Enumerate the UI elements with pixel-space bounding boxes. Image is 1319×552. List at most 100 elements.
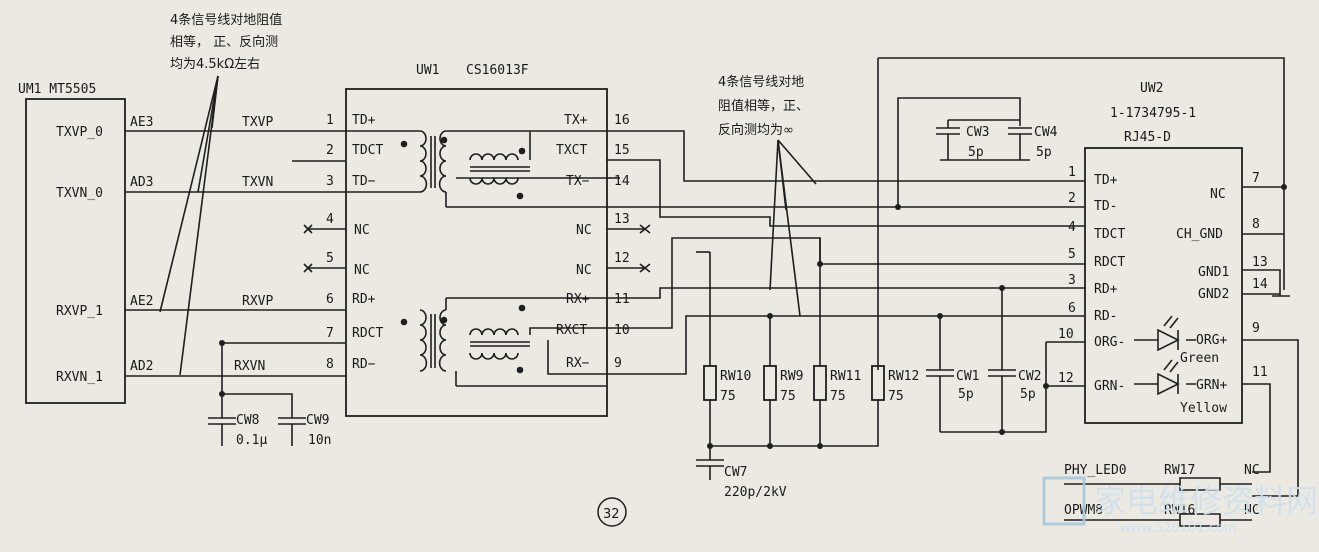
uw1-pin-14-num: 14 (614, 174, 630, 189)
uw2-pin-4-label: TDCT (1094, 227, 1125, 242)
uw2-pin-8-label: CH_GND (1176, 227, 1223, 242)
uw1-pin-2-num: 2 (326, 143, 334, 158)
uw2-pin-2-label: TD- (1094, 199, 1117, 214)
rw10-value: 75 (720, 389, 736, 404)
um1-pin-txvp0: TXVP_0 (56, 125, 103, 140)
uw2-pin-8-num: 8 (1252, 217, 1260, 232)
watermark-text: 家电维修资料网 (1094, 482, 1318, 520)
uw2-pin-12-label: GRN- (1094, 379, 1125, 394)
uw2-pin-5-num: 5 (1068, 247, 1076, 262)
rw11-ref: RW11 (830, 369, 861, 384)
uw2-right-pins: NC 7 CH_GND 8 GND1 13 GND2 14 ORG+ 9 GRN… (1176, 171, 1268, 393)
uw2-left-pins: 1 TD+ 2 TD- 4 TDCT 5 RDCT 3 RD+ 6 RD- 10… (1058, 165, 1125, 394)
uw1-pin-15-num: 15 (614, 143, 630, 158)
uw1-chip (345, 88, 608, 417)
uw1-pin-3-num: 3 (326, 174, 334, 189)
uw1-pin-3-label: TD− (352, 174, 376, 189)
uw1-pin-4-label: NC (354, 223, 370, 238)
ball-ad3: AD3 (130, 175, 153, 190)
ball-ae3: AE3 (130, 115, 153, 130)
uw1-pin-8-label: RD− (352, 357, 376, 372)
net-txvn: TXVN (242, 175, 273, 190)
uw1-pin-1-label: TD+ (352, 113, 376, 128)
uw1-pin-7-label: RDCT (352, 326, 383, 341)
uw2-pin-11-num: 11 (1252, 365, 1268, 380)
watermark-url: www.520101.com (1120, 521, 1236, 536)
uw2-pin-5-label: RDCT (1094, 255, 1125, 270)
uw1-pin-11-label: RX+ (566, 292, 590, 307)
uw2-pin-6-label: RD- (1094, 309, 1117, 324)
top-transformer (346, 130, 606, 208)
uw1-pin-11-num: 11 (614, 292, 630, 307)
uw1-pin-7-num: 7 (326, 326, 334, 341)
cw4-ref: CW4 (1034, 125, 1058, 140)
net-rxvp: RXVP (242, 294, 273, 309)
uw2-pin-13-label: GND1 (1198, 265, 1229, 280)
cw7-ref: CW7 (724, 465, 747, 480)
cw2-value: 5p (1020, 387, 1036, 402)
cw7-value: 220p/2kV (724, 485, 787, 500)
uw2-pin-3-num: 3 (1068, 273, 1076, 288)
uw2-connector (1084, 147, 1243, 424)
rw9-value: 75 (780, 389, 796, 404)
uw1-pin-4-num: 4 (326, 212, 334, 227)
uw2-pin-10-num: 10 (1058, 327, 1074, 342)
uw2-pin-14-label: GND2 (1198, 287, 1229, 302)
cw2-ref: CW2 (1018, 369, 1041, 384)
watermark: 家电维修资料网 www.520101.com (1042, 476, 1318, 536)
uw2-type: RJ45-D (1124, 130, 1171, 145)
cw1-ref: CW1 (956, 369, 979, 384)
uw2-pin-7-num: 7 (1252, 171, 1260, 186)
uw1-pin-6-label: RD+ (352, 292, 376, 307)
rw17-label: RW17 (1164, 463, 1195, 478)
uw1-right-pins: TX+ 16 TXCT 15 TX− 14 NC 13 NC 12 RX+ 11… (556, 113, 630, 371)
uw2-pin-1-num: 1 (1068, 165, 1076, 180)
uw1-pin-16-num: 16 (614, 113, 630, 128)
cw3-value: 5p (968, 145, 984, 160)
um1-title: UM1 MT5505 (18, 82, 96, 97)
ball-ae2: AE2 (130, 294, 153, 309)
uw1-pin-12-num: 12 (614, 251, 630, 266)
um1-pin-txvn0: TXVN_0 (56, 186, 103, 201)
uw1-pin-14-label: TX− (566, 174, 590, 189)
left-note: 4条信号线对地阻值 相等， 正、反向测 均为4.5kΩ左右 (170, 12, 282, 72)
left-note-line-1: 4条信号线对地阻值 (170, 12, 282, 28)
uw2-pin-12-num: 12 (1058, 371, 1074, 386)
uw2-pin-3-label: RD+ (1094, 282, 1118, 297)
rw17-nc-label: NC (1244, 463, 1260, 478)
rw10-ref: RW10 (720, 369, 751, 384)
uw2-pin-10-label: ORG- (1094, 335, 1125, 350)
uw2-pin-6-num: 6 (1068, 301, 1076, 316)
cw8-ref: CW8 (236, 413, 259, 428)
uw2-pin-13-num: 13 (1252, 255, 1268, 270)
um1-pin-rxvp1: RXVP_1 (56, 304, 103, 319)
uw1-pin-1-num: 1 (326, 113, 334, 128)
watermark-logo-icon (1042, 476, 1086, 526)
um1-pin-rxvn1: RXVN_1 (56, 370, 103, 385)
uw2-pin-4-num: 4 (1068, 220, 1076, 235)
right-note-line-3: 反向测均为∞ (718, 122, 794, 138)
figure-number-text: 32 (603, 507, 620, 522)
left-note-line-3: 均为4.5kΩ左右 (170, 57, 260, 72)
cw8-value: 0.1μ (236, 433, 267, 448)
uw2-pin-2-num: 2 (1068, 191, 1076, 206)
net-rxvn: RXVN (234, 359, 265, 374)
rw16-nc-label: NC (1244, 503, 1260, 518)
right-note: 4条信号线对地 阻值相等，正、 反向测均为∞ (718, 74, 809, 138)
uw1-pin-10-num: 10 (614, 323, 630, 338)
uw2-pin-1-label: TD+ (1094, 173, 1118, 188)
led-yellow: Yellow (1134, 359, 1227, 416)
uw2-pin-14-num: 14 (1252, 277, 1268, 292)
cw9-ref: CW9 (306, 413, 329, 428)
uw2-pin-9-label: ORG+ (1196, 333, 1227, 348)
um1-chip (25, 98, 126, 404)
right-note-line-1: 4条信号线对地 (718, 74, 804, 90)
uw1-pin-2-label: TDCT (352, 143, 383, 158)
resistor-bank (696, 238, 885, 449)
uw2-pin-7-label: NC (1210, 187, 1226, 202)
led-green: Green (1134, 315, 1219, 366)
rw11-value: 75 (830, 389, 846, 404)
right-note-arrows (769, 139, 817, 317)
uw1-pin-10-label: RXCT (556, 323, 587, 338)
